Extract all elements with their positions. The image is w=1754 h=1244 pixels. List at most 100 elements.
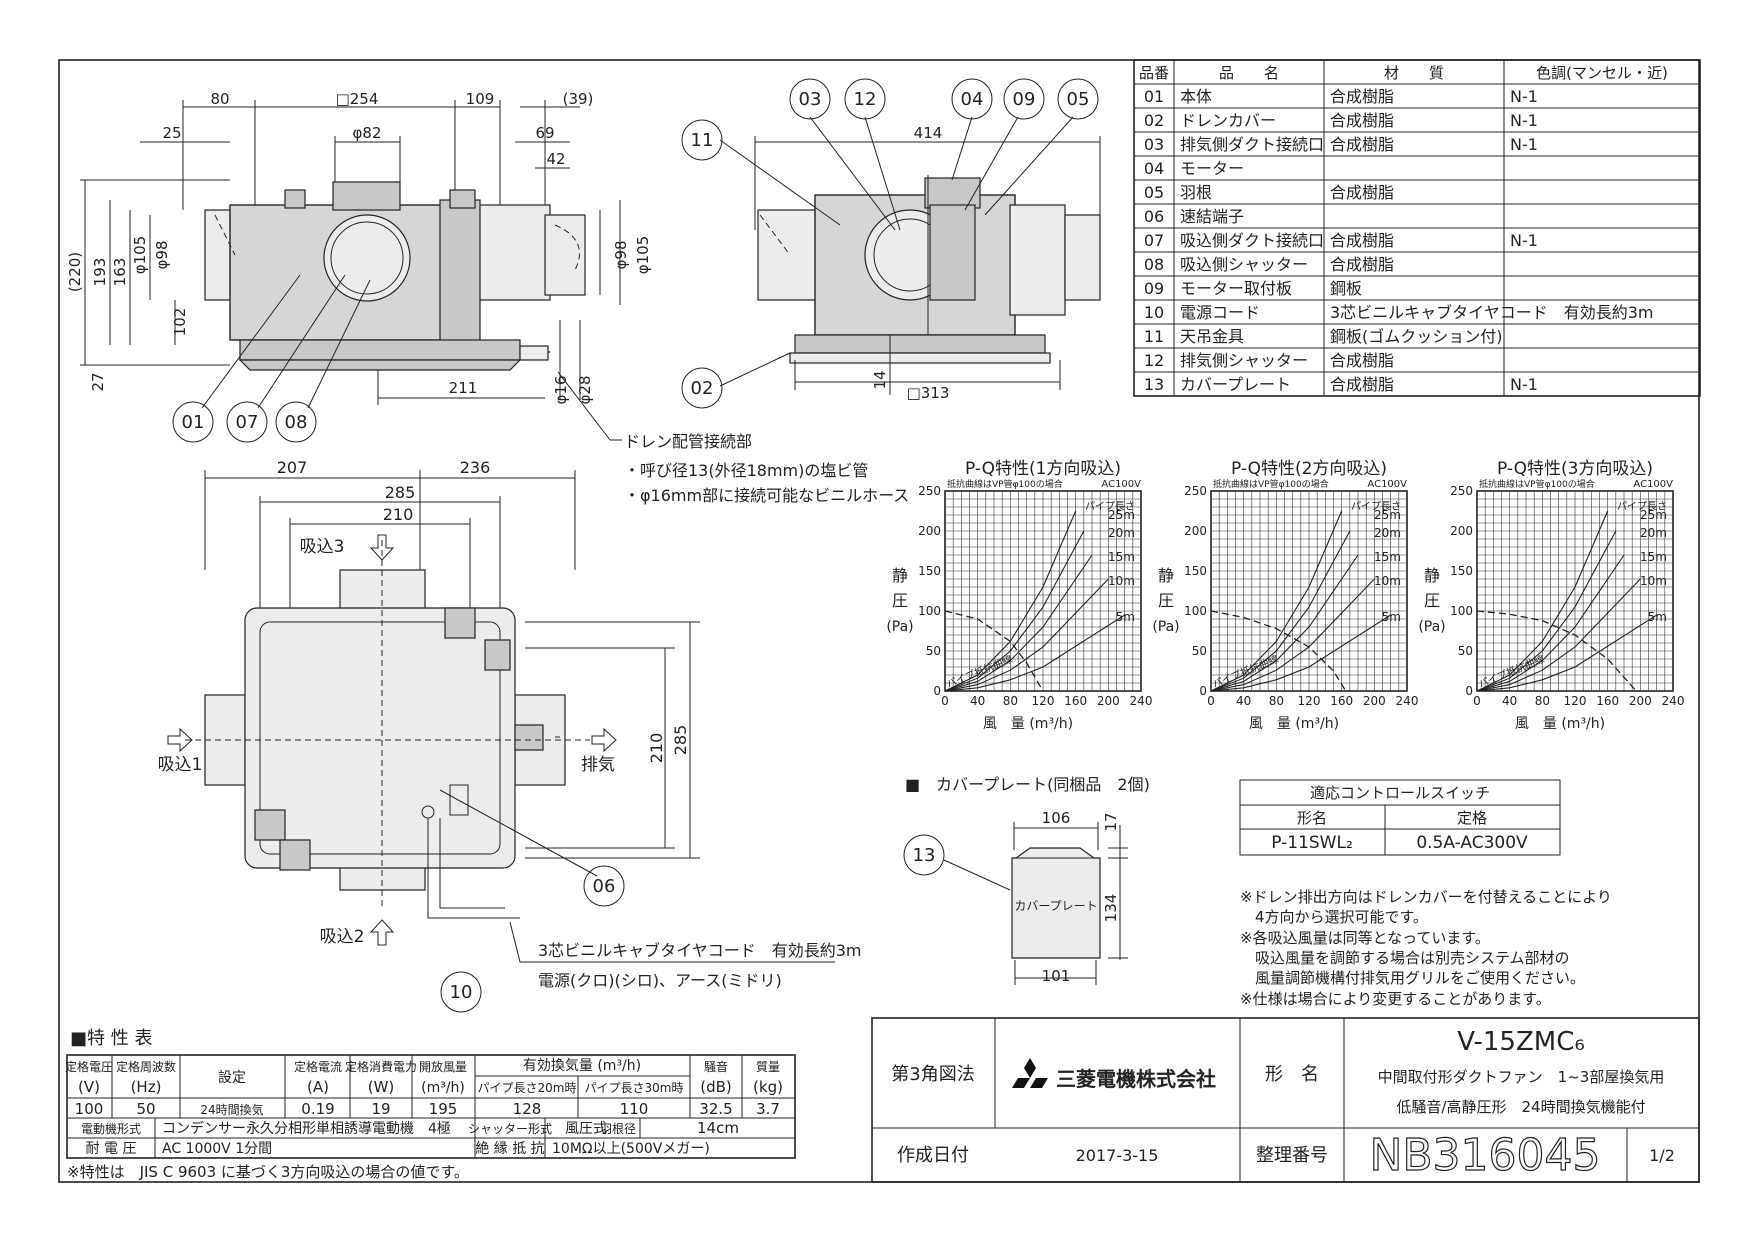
cover-title: ■ カバープレート(同梱品 2個) [905,775,1150,794]
drain-title: ドレン配管接続部 [624,432,752,451]
dim-414: 414 [914,124,943,142]
x-tick-label: 160 [1064,694,1087,708]
label-exhaust: 排気 [581,755,615,775]
y-tick-label: 0 [1465,684,1473,698]
chart-title: P-Q特性(3方向吸込) [1497,459,1653,479]
parts-cell: 06 [1144,207,1164,226]
plot-frame [1476,490,1674,692]
spec-h-noise-unit: (dB) [700,1078,732,1096]
x-tick-label: 40 [1236,694,1251,708]
x-tick-label: 0 [1207,694,1215,708]
parts-header: 品 名 [1219,64,1279,82]
x-tick-label: 0 [941,694,949,708]
dim-98: φ98 [153,241,171,270]
spec-insul-value: 10MΩ以上(500Vメガー) [552,1141,710,1157]
series-label: 25m [1108,508,1135,522]
pipe-resistance-curve [1210,510,1343,692]
pipe-curve-label: パイプ抵抗曲線 [1477,652,1547,690]
spec-h-freq: 定格周波数 [116,1059,176,1074]
spec-v-mass: 3.7 [756,1100,780,1118]
pipe-length-label: パイプ長さ [1351,500,1401,512]
balloon-08: 08 [275,401,317,443]
parts-header: 材 質 [1384,64,1444,82]
dim-25: 25 [162,124,181,142]
svg-text:12: 12 [854,89,877,110]
dim-210: 210 [383,505,414,524]
pipe-resistance-curve [1210,614,1391,692]
chart-voltage: AC100V [1101,479,1141,490]
y-axis-label: (Pa) [886,619,913,635]
cover-label: カバープレート [1014,899,1097,913]
balloon-01: 01 [172,401,214,443]
parts-cell: モーター [1180,159,1244,178]
spec-v-noise: 32.5 [699,1100,732,1118]
parts-cell: 13 [1144,375,1164,394]
balloon-11: 11 [681,119,723,161]
spec-v-current: 0.19 [301,1100,334,1118]
pipe-resistance-curve [1476,510,1609,692]
series-label: 5m [1116,610,1135,624]
parts-header: 品番 [1139,64,1169,82]
pq-curve [1476,610,1637,692]
balloon-04: 04 [951,78,993,120]
dim-phi28: φ28 [576,376,594,405]
note-3: ※各吸込風量は同等となっています。 [1240,929,1490,947]
spec-h-noise: 騒音 [704,1059,728,1074]
cover-dim-106: 106 [1042,809,1071,827]
chart-voltage: AC100V [1633,479,1673,490]
dim-193: 193 [91,258,109,287]
pipe-resistance-curve [944,510,1077,692]
y-tick-label: 100 [918,604,941,618]
y-axis-label: 圧 [1158,591,1174,610]
x-tick-label: 240 [1396,694,1419,708]
pipe-resistance-curve [1210,530,1351,692]
switch-header-model: 形名 [1297,809,1327,827]
cord-note: 3芯ビニルキャブタイヤコード 有効長約3m [538,941,861,960]
cover-dim-17: 17 [1102,812,1120,831]
y-tick-label: 200 [918,524,941,538]
y-tick-label: 100 [1450,604,1473,618]
y-tick-label: 250 [1184,484,1207,498]
parts-cell: 合成樹脂 [1330,231,1394,250]
spec-v-freq: 50 [136,1100,155,1118]
parts-cell: ドレンカバー [1180,111,1276,130]
svg-text:08: 08 [285,412,308,433]
spec-footnote: ※特性は JIS C 9603 に基づく3方向吸込の場合の値です。 [67,1163,469,1181]
chart-title: P-Q特性(2方向吸込) [1231,459,1387,479]
x-tick-label: 160 [1596,694,1619,708]
chart-voltage: AC100V [1367,479,1407,490]
y-tick-label: 150 [1450,564,1473,578]
arrow-in3-icon [369,534,395,561]
x-tick-label: 40 [970,694,985,708]
dim-42: 42 [546,150,565,168]
dim-285-vertical: 285 [671,725,690,756]
dim-211: 211 [449,379,478,397]
label-in1: 吸込1 [158,755,203,775]
balloon-12: 12 [844,78,886,120]
svg-text:02: 02 [691,378,714,399]
x-axis-label: 風 量 (m³/h) [1515,716,1605,732]
y-axis-label: (Pa) [1152,619,1179,635]
x-tick-label: 120 [1032,694,1055,708]
spec-h-effective: 有効換気量 (m³/h) [523,1058,641,1074]
svg-text:06: 06 [593,876,616,897]
spec-h-voltage: 定格電圧 [65,1059,113,1074]
spec-title: ■特 性 表 [70,1028,152,1049]
y-axis-label: (Pa) [1418,619,1445,635]
x-tick-label: 240 [1130,694,1153,708]
parts-cell: 合成樹脂 [1330,255,1394,274]
spec-h-open-unit: (m³/h) [421,1080,465,1096]
dim-102: 102 [171,308,189,337]
spec-h-freq-unit: (Hz) [131,1078,162,1096]
y-axis-label: 圧 [1424,591,1440,610]
dim-163: 163 [111,258,129,287]
x-tick-label: 120 [1564,694,1587,708]
pipe-length-label: パイプ長さ [1617,500,1667,512]
svg-text:03: 03 [799,89,822,110]
